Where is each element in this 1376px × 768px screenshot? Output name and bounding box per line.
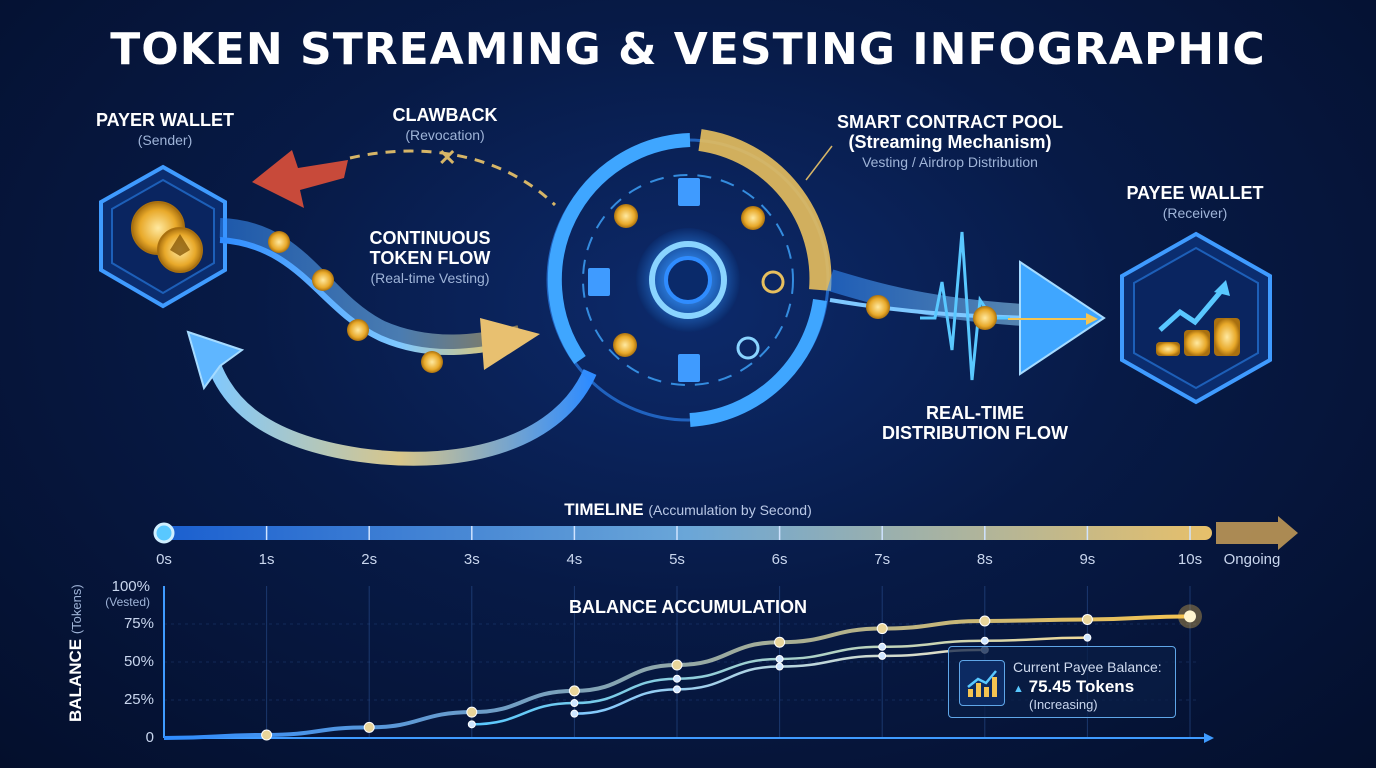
timeline-tick-10s: 10s bbox=[1177, 551, 1203, 568]
timeline-title: TIMELINE (Accumulation by Second) bbox=[564, 500, 812, 519]
continuous-flow-label: CONTINUOUS TOKEN FLOW (Real-time Vesting… bbox=[369, 228, 491, 286]
y-tick-label: 75% bbox=[123, 615, 154, 632]
chart-up-icon bbox=[959, 660, 1005, 706]
data-point bbox=[568, 685, 580, 697]
timeline-tick-2s: 2s bbox=[361, 551, 378, 568]
smart-contract-pool[interactable] bbox=[546, 129, 833, 427]
payee-wallet-label: PAYEE WALLET (Receiver) bbox=[1126, 183, 1264, 221]
y-top-label: 100% bbox=[111, 578, 150, 595]
data-point bbox=[363, 721, 375, 733]
y-tick-label: 0 bbox=[145, 729, 154, 746]
data-point bbox=[570, 699, 579, 708]
data-point bbox=[1081, 613, 1093, 625]
data-point bbox=[878, 651, 887, 660]
balance-value: ▲ 75.45 Tokens bbox=[1013, 677, 1135, 696]
timeline-tick-9s: 9s bbox=[1079, 551, 1096, 568]
flow-coins bbox=[268, 231, 443, 373]
current-point bbox=[1184, 610, 1196, 623]
chart-title: BALANCE ACCUMULATION bbox=[569, 597, 807, 617]
payer-wallet-label: PAYER WALLET (Sender) bbox=[95, 110, 234, 148]
timeline-bar bbox=[153, 516, 1298, 550]
data-point bbox=[775, 662, 784, 671]
clawback-label: CLAWBACK (Revocation) bbox=[392, 105, 498, 143]
balance-label: Current Payee Balance: bbox=[1013, 659, 1162, 675]
data-point bbox=[876, 623, 888, 635]
balance-status: (Increasing) bbox=[1029, 697, 1098, 712]
timeline-tick-6s: 6s bbox=[771, 551, 788, 568]
data-point bbox=[774, 636, 786, 648]
page-title: TOKEN STREAMING & VESTING INFOGRAPHIC bbox=[110, 24, 1266, 75]
data-point bbox=[261, 729, 273, 741]
data-point bbox=[570, 709, 579, 718]
y-top-sub: (Vested) bbox=[105, 595, 150, 609]
data-point bbox=[878, 642, 887, 651]
timeline-tick-ongoing: Ongoing bbox=[1223, 551, 1281, 568]
current-balance-box: Current Payee Balance: ▲ 75.45 Tokens (I… bbox=[948, 646, 1176, 718]
data-point bbox=[979, 615, 991, 627]
timeline-tick-1s: 1s bbox=[258, 551, 275, 568]
timeline-tick-3s: 3s bbox=[463, 551, 480, 568]
timeline-tick-8s: 8s bbox=[976, 551, 993, 568]
y-tick-label: 25% bbox=[123, 691, 154, 708]
data-point bbox=[775, 654, 784, 663]
timeline-tick-0s: 0s bbox=[156, 551, 172, 568]
data-point bbox=[1083, 633, 1092, 642]
y-tick-label: 50% bbox=[123, 653, 154, 670]
balance-chart bbox=[163, 586, 1214, 743]
data-point bbox=[466, 706, 478, 718]
payee-wallet-hexagon[interactable] bbox=[1120, 231, 1272, 405]
data-point bbox=[980, 636, 989, 645]
data-point bbox=[671, 659, 683, 671]
timeline-tick-4s: 4s bbox=[566, 551, 583, 568]
payer-wallet-hexagon[interactable] bbox=[99, 164, 227, 309]
data-point bbox=[467, 720, 476, 729]
up-triangle-icon: ▲ bbox=[1013, 683, 1024, 695]
data-point bbox=[673, 685, 681, 694]
x-axis-arrow bbox=[1204, 733, 1214, 743]
smart-contract-pool-label: SMART CONTRACT POOL (Streaming Mechanism… bbox=[837, 112, 1063, 170]
distribution-flow-label: REAL-TIME DISTRIBUTION FLOW bbox=[882, 403, 1068, 443]
y-axis-label: BALANCE (Tokens) bbox=[66, 584, 85, 722]
data-point bbox=[673, 674, 681, 683]
clawback-x-icon: ✕ bbox=[438, 145, 456, 170]
timeline-tick-7s: 7s bbox=[874, 551, 891, 568]
timeline-tick-5s: 5s bbox=[669, 551, 685, 568]
